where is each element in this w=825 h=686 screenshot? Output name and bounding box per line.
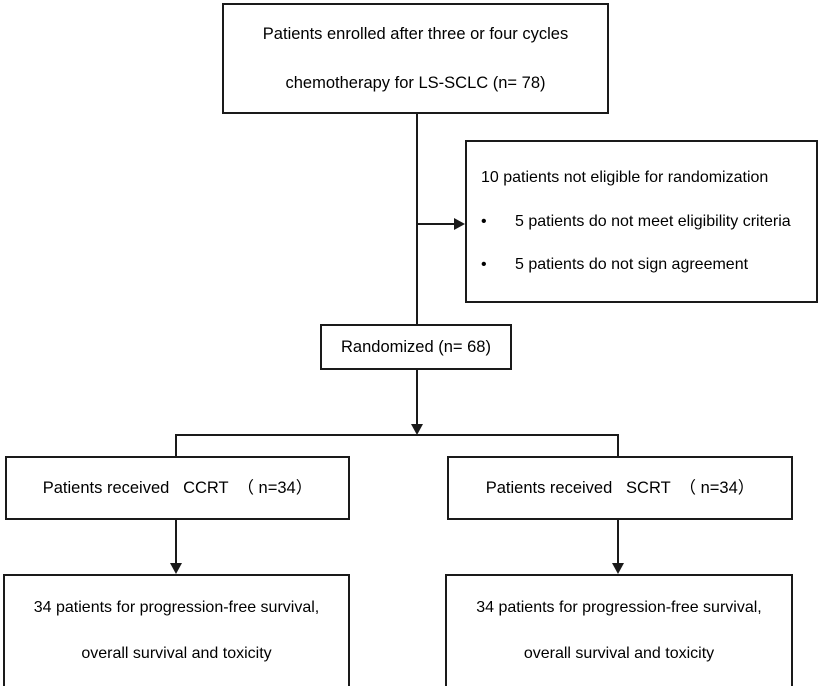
node-excluded-bullet-1: • 5 patients do not meet eligibility cri… bbox=[481, 211, 791, 233]
connector-drop-to-ccrt bbox=[175, 434, 177, 458]
node-excluded-bullet-2: • 5 patients do not sign agreement bbox=[481, 254, 748, 276]
node-randomized-label: Randomized (n= 68) bbox=[341, 337, 491, 356]
node-arm-ccrt-label: Patients received CCRT （ n=34） bbox=[42, 478, 313, 497]
bullet-icon: • bbox=[481, 212, 487, 230]
arrowhead-down-icon bbox=[612, 563, 624, 574]
node-arm-scrt: Patients received SCRT （ n=34） bbox=[447, 456, 793, 520]
node-excluded-bullet-2-label: 5 patients do not sign agreement bbox=[515, 256, 749, 274]
arrowhead-down-icon bbox=[170, 563, 182, 574]
connector-ccrt-to-outcome bbox=[175, 520, 177, 565]
connector-enrolled-to-randomized bbox=[416, 113, 418, 325]
node-enrolled-line1: Patients enrolled after three or four cy… bbox=[262, 25, 569, 44]
node-excluded-heading: 10 patients not eligible for randomizati… bbox=[481, 169, 769, 187]
connector-split-bus bbox=[175, 434, 619, 436]
node-outcome-ccrt-line2: overall survival and toxicity bbox=[81, 645, 272, 662]
node-enrolled-line2: chemotherapy for LS-SCLC (n= 78) bbox=[285, 73, 546, 92]
node-outcome-ccrt: 34 patients for progression-free surviva… bbox=[3, 574, 350, 686]
node-enrolled: Patients enrolled after three or four cy… bbox=[222, 3, 609, 114]
node-outcome-scrt-line1: 34 patients for progression-free surviva… bbox=[476, 599, 762, 617]
connector-drop-to-scrt bbox=[617, 434, 619, 458]
arrowhead-right-icon bbox=[454, 218, 465, 230]
node-randomized: Randomized (n= 68) bbox=[320, 324, 512, 370]
connector-scrt-to-outcome bbox=[617, 520, 619, 565]
node-excluded-bullet-1-label: 5 patients do not meet eligibility crite… bbox=[515, 212, 791, 230]
connector-branch-to-excluded bbox=[418, 223, 456, 225]
bullet-icon: • bbox=[481, 256, 487, 274]
node-outcome-scrt-line2: overall survival and toxicity bbox=[523, 645, 715, 662]
node-arm-ccrt: Patients received CCRT （ n=34） bbox=[5, 456, 350, 520]
connector-randomized-to-split bbox=[416, 369, 418, 425]
node-excluded: 10 patients not eligible for randomizati… bbox=[465, 140, 818, 303]
node-arm-scrt-label: Patients received SCRT （ n=34） bbox=[485, 478, 755, 497]
node-outcome-scrt: 34 patients for progression-free surviva… bbox=[445, 574, 793, 686]
node-outcome-ccrt-line1: 34 patients for progression-free surviva… bbox=[33, 599, 320, 617]
arrowhead-down-icon bbox=[411, 424, 423, 435]
